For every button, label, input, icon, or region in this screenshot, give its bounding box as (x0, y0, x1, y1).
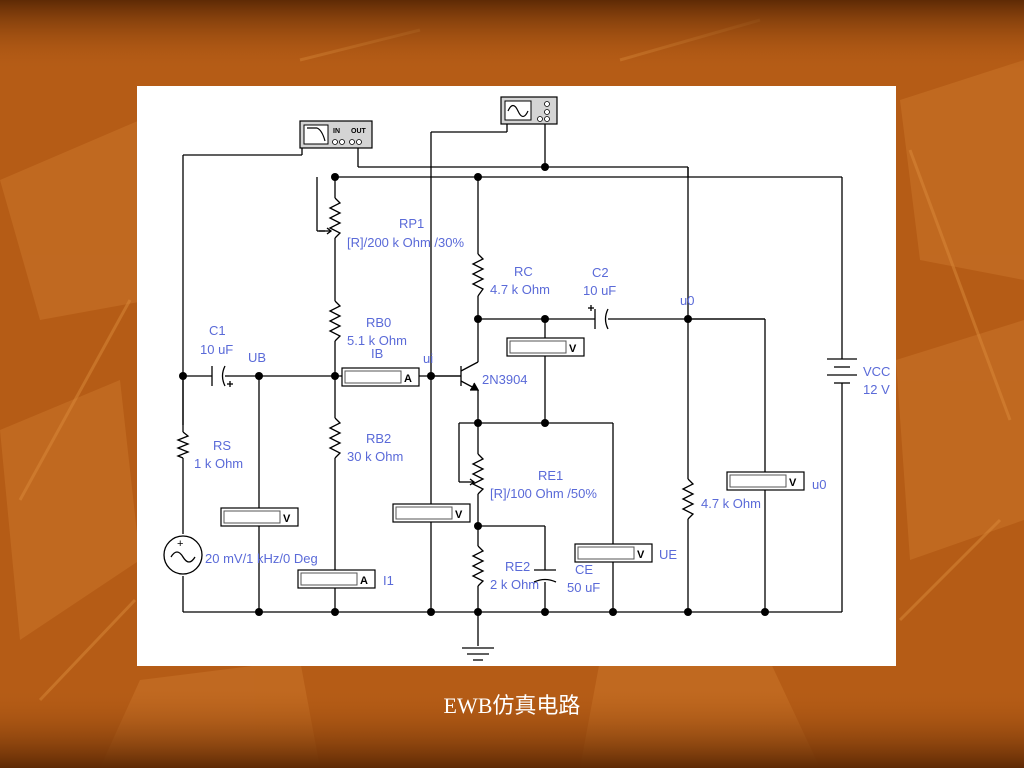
ground-icon (462, 647, 494, 661)
node-ub: UB (248, 350, 266, 365)
c2-value: 10 uF (583, 283, 616, 298)
ammeter-i1-type: A (360, 575, 368, 587)
ce-name: CE (575, 562, 593, 577)
voltmeter-ue[interactable]: V (574, 543, 653, 563)
junction-dots (179, 163, 769, 616)
rb2-value: 30 k Ohm (347, 449, 403, 464)
vcc-value: 12 V (863, 382, 890, 397)
source-value: 20 mV/1 kHz/0 Deg (205, 551, 318, 566)
rc-value: 4.7 k Ohm (490, 282, 550, 297)
re1-value: [R]/100 Ohm /50% (490, 486, 597, 501)
vcc-name: VCC (863, 364, 890, 379)
capacitor-ce (533, 569, 557, 583)
rp1-value: [R]/200 k Ohm /30% (347, 235, 464, 250)
c2-name: C2 (592, 265, 609, 280)
resistor-rb2 (328, 417, 342, 459)
svg-text:+: + (177, 538, 183, 550)
slide-caption: EWB仿真电路 (443, 693, 581, 718)
ue-label: UE (659, 547, 677, 562)
oscilloscope[interactable] (500, 96, 558, 125)
bode-plotter[interactable]: IN OUT (299, 120, 373, 149)
re2-value: 2 k Ohm (490, 577, 539, 592)
voltmeter-uc[interactable]: V (506, 337, 585, 357)
resistor-re1 (468, 453, 485, 495)
circuit-schematic: + IN OUT (163, 96, 890, 661)
resistor-rp1 (319, 197, 342, 239)
resistor-rl (681, 478, 695, 520)
ce-value: 50 uF (567, 580, 600, 595)
node-u0-top: u0 (680, 293, 694, 308)
rb0-value: 5.1 k Ohm (347, 333, 407, 348)
resistor-rc (471, 253, 485, 297)
rb2-name: RB2 (366, 431, 391, 446)
rs-value: 1 k Ohm (194, 456, 243, 471)
i1-label: I1 (383, 573, 394, 588)
capacitor-c1 (211, 365, 233, 387)
vcc-battery (827, 358, 857, 391)
voltmeter-ub-type: V (283, 513, 291, 525)
rb0-name: RB0 (366, 315, 391, 330)
transistor-2n3904 (460, 361, 480, 391)
transistor-name: 2N3904 (482, 372, 528, 387)
u0-label: u0 (812, 477, 826, 492)
voltmeter-ue-type: V (637, 549, 645, 561)
resistor-re2 (471, 545, 485, 587)
rs-name: RS (213, 438, 231, 453)
re1-name: RE1 (538, 468, 563, 483)
oscilloscope-icon (507, 104, 529, 118)
rc-name: RC (514, 264, 533, 279)
re2-name: RE2 (505, 559, 530, 574)
voltmeter-ui[interactable]: V (392, 503, 471, 523)
c1-name: C1 (209, 323, 226, 338)
circuit-wires (182, 124, 843, 646)
capacitor-c2 (588, 305, 609, 330)
voltmeter-u0-type: V (789, 477, 797, 489)
ib-label: IB (371, 346, 383, 361)
bode-out-label: OUT (351, 128, 367, 135)
ammeter-ib[interactable]: A (341, 367, 420, 387)
voltmeter-ub[interactable]: V (220, 507, 299, 527)
ammeter-i1[interactable]: A (297, 569, 376, 589)
node-ui: ui (423, 351, 433, 366)
bode-plotter-icon (307, 127, 326, 142)
voltmeter-uc-type: V (569, 343, 577, 355)
rp1-name: RP1 (399, 216, 424, 231)
ammeter-ib-type: A (404, 373, 412, 385)
ac-source: + (163, 535, 203, 575)
circuit-diagram-panel: + IN OUT (137, 86, 896, 666)
voltmeter-ui-type: V (455, 509, 463, 521)
resistor-rb0 (328, 300, 342, 342)
rl-value: 4.7 k Ohm (701, 496, 761, 511)
voltmeter-u0[interactable]: V (726, 471, 805, 491)
c1-value: 10 uF (200, 342, 233, 357)
bode-in-label: IN (333, 128, 340, 135)
resistor-rs (176, 431, 190, 459)
